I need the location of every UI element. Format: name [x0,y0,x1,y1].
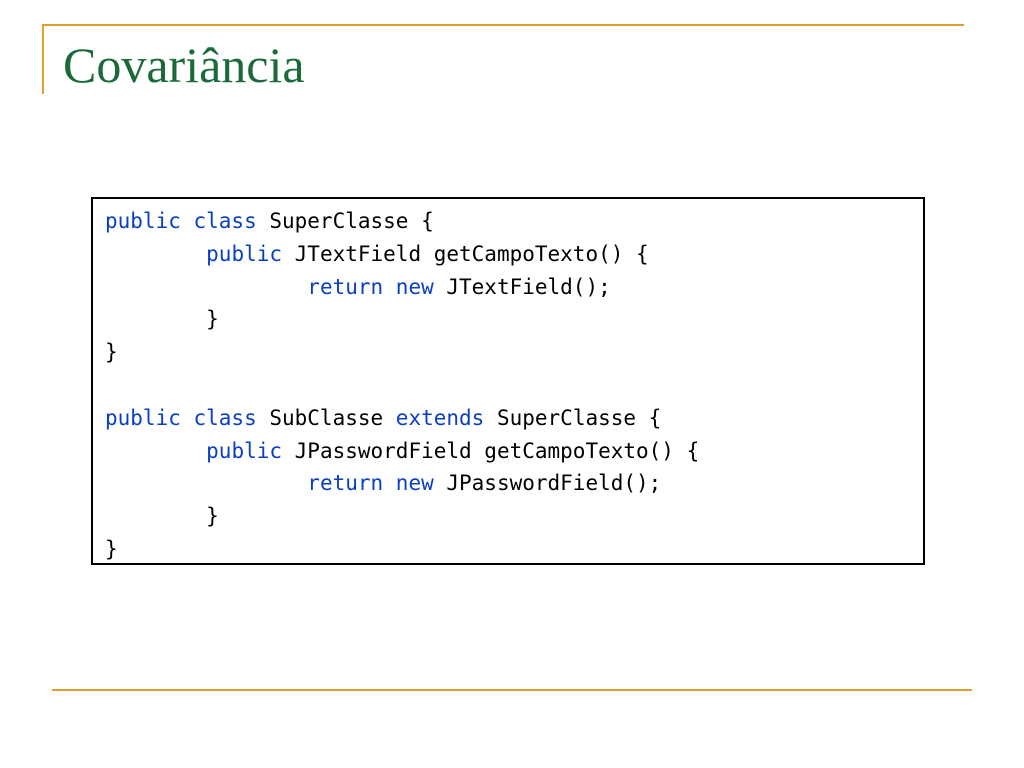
code-keyword: return new [307,274,434,299]
code-text: } [105,307,219,332]
code-text: JPasswordField(); [433,471,662,496]
footer-accent-rule [52,689,972,691]
code-block: public class SuperClasse { public JTextF… [91,197,925,565]
top-accent-rule [42,24,964,26]
code-line: public class SuperClasse { [105,205,699,238]
code-line: public JPasswordField getCampoTexto() { [105,435,699,468]
code-line: public JTextField getCampoTexto() { [105,238,699,271]
code-text [105,471,307,495]
left-accent-rule [42,24,44,94]
code-text: } [105,504,219,529]
code-text [105,242,206,266]
code-line: public class SubClasse extends SuperClas… [105,402,699,435]
code-keyword: extends [395,405,485,430]
code-line: } [105,500,699,533]
code-keyword: public class [105,209,257,233]
code-text [105,275,307,299]
code-text: JPasswordField getCampoTexto() { [282,438,700,463]
code-line: } [105,303,699,336]
code-line [105,369,699,402]
code-line: } [105,533,699,566]
code-text: } [105,340,118,365]
code-text: SuperClasse { [256,209,434,233]
code-line: return new JTextField(); [105,271,699,304]
code-keyword: public [206,241,283,266]
code-line: return new JPasswordField(); [105,467,699,500]
code-keyword: return new [307,471,434,496]
code-text: JTextField(); [433,274,611,299]
code-keyword: public [206,438,283,463]
code-listing: public class SuperClasse { public JTextF… [105,205,699,566]
slide-title: Covariância [63,37,305,93]
code-text: JTextField getCampoTexto() { [282,241,649,266]
code-text: } [105,536,118,561]
code-keyword: public class [105,405,257,430]
code-line: } [105,336,699,369]
code-text [105,439,206,463]
code-text: SuperClasse { [484,405,662,430]
code-text: SubClasse [256,405,396,430]
